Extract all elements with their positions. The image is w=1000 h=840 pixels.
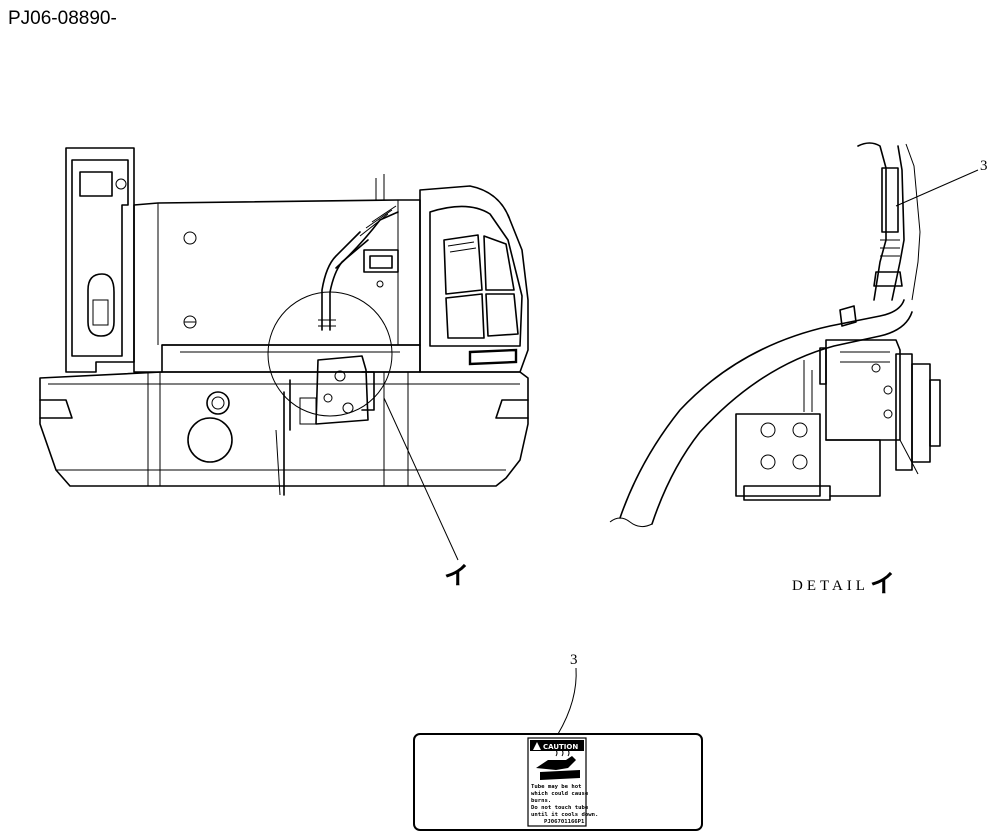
label-line-4: Do not touch tube [531, 805, 589, 811]
hot-surface-icon [536, 749, 580, 780]
warning-label-decal: CAUTION Tube may be hot which could caus… [413, 733, 703, 831]
warning-triangle-icon [533, 742, 541, 750]
callout-number-detail: 3 [980, 158, 988, 174]
leader-line-main [383, 397, 459, 561]
detail-caption-kana: イ [870, 569, 895, 598]
detail-view [609, 142, 941, 528]
callout-number-label: 3 [570, 652, 578, 668]
detail-reference-mark: イ [444, 561, 469, 590]
label-line-1: Tube may be hot [531, 784, 582, 790]
detail-caption-text: DETAIL [792, 578, 869, 594]
label-line-3: burns. [531, 798, 551, 804]
label-line-5: until it cools down. [531, 812, 598, 818]
machine-rear-view [39, 147, 529, 496]
label-line-2: which could cause [531, 791, 589, 797]
drawing-code: PJ06-08890- [8, 8, 117, 29]
caution-header: CAUTION [543, 743, 578, 751]
caution-header-bar [530, 740, 584, 751]
leader-line-label [557, 667, 577, 735]
leader-line-detail [895, 169, 979, 207]
label-part-number: PJ06701166P1 [544, 819, 585, 825]
